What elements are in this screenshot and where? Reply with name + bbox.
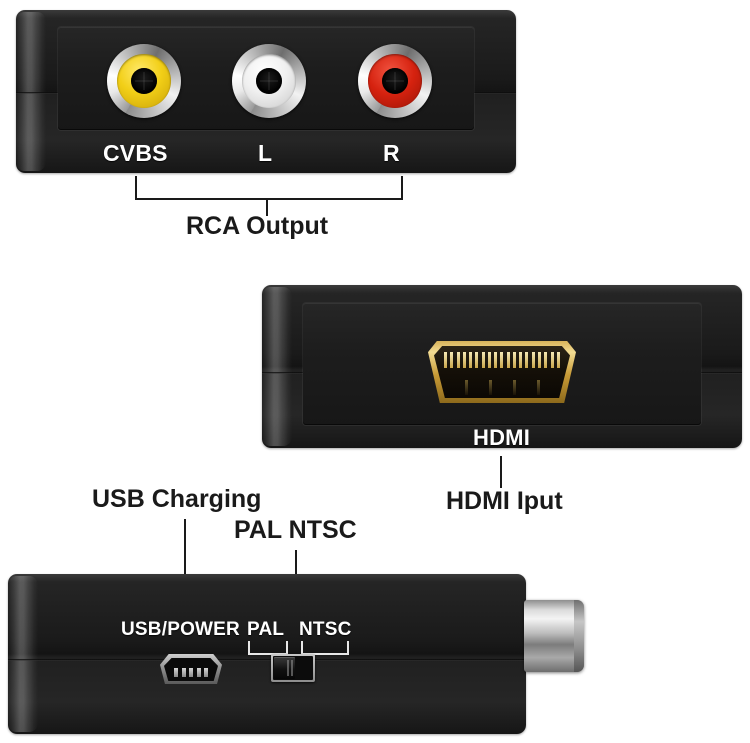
pal-ntsc-leader-line xyxy=(295,550,297,575)
hdmi-port-pins xyxy=(444,352,560,368)
hdmi-port[interactable] xyxy=(428,341,576,403)
cvbs-jack-ring xyxy=(117,54,171,108)
right-audio-jack[interactable] xyxy=(358,44,432,118)
usb-port-contacts xyxy=(174,668,208,677)
ntsc-silkscreen-label: NTSC xyxy=(299,619,352,640)
switch-knob[interactable] xyxy=(274,657,295,679)
usb-power-silkscreen-label: USB/POWER xyxy=(121,619,240,640)
usb-charging-caption: USB Charging xyxy=(92,485,262,513)
pal-silkscreen-label: PAL xyxy=(247,619,285,640)
hdmi-input-caption: HDMI Iput xyxy=(446,487,563,515)
pal-silkscreen-bracket xyxy=(248,641,288,655)
left-audio-jack-hole xyxy=(256,68,282,94)
cvbs-port-label: CVBS xyxy=(103,140,168,166)
usb-power-port[interactable] xyxy=(160,654,222,684)
side-body-highlight-right xyxy=(8,576,38,732)
rca-output-caption: RCA Output xyxy=(186,212,329,240)
hdmi-port-label: HDMI xyxy=(473,425,531,450)
hdmi-input-leader-line xyxy=(500,456,502,488)
left-audio-port-label: L xyxy=(258,140,273,166)
rca-output-bracket xyxy=(135,176,403,200)
rca-output-leader-line xyxy=(266,198,268,216)
right-audio-jack-hole xyxy=(382,68,408,94)
side-body-highlight-left xyxy=(8,576,34,732)
hdmi-body-highlight-left xyxy=(262,287,288,446)
pal-ntsc-switch[interactable] xyxy=(271,654,315,682)
rca-barrel-connector xyxy=(524,600,584,672)
body-highlight-left xyxy=(16,12,42,171)
usb-charging-leader-line xyxy=(184,519,186,575)
left-audio-jack[interactable] xyxy=(232,44,306,118)
cvbs-jack-hole xyxy=(131,68,157,94)
hdmi-body-highlight-right xyxy=(262,287,292,446)
hdmi-port-tabs xyxy=(454,380,550,395)
body-highlight-right xyxy=(16,12,46,171)
pal-ntsc-caption: PAL NTSC xyxy=(234,516,357,544)
rca-barrel-cap xyxy=(574,600,584,672)
cvbs-jack[interactable] xyxy=(107,44,181,118)
right-audio-port-label: R xyxy=(383,140,400,166)
right-audio-jack-ring xyxy=(368,54,422,108)
ntsc-silkscreen-bracket xyxy=(301,641,349,655)
left-audio-jack-ring xyxy=(242,54,296,108)
